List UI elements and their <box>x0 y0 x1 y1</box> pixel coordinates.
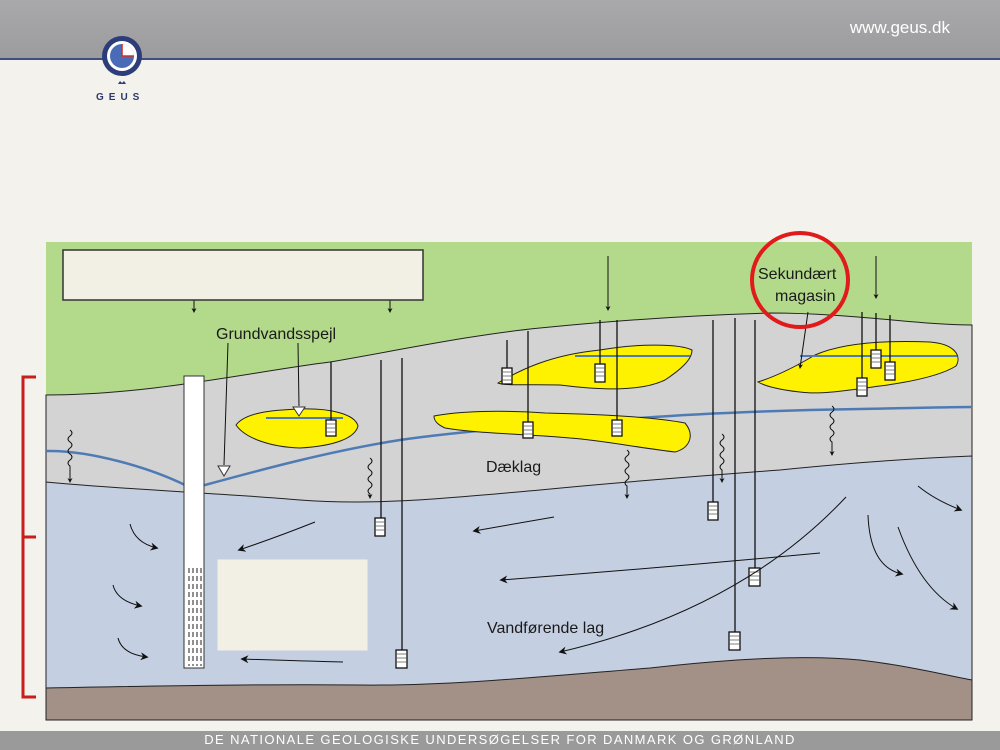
label-vandforende-lag: Vandførende lag <box>487 620 604 637</box>
label-daeklag: Dæklag <box>486 459 541 476</box>
highlight-circle <box>750 231 850 329</box>
label-magasin: magasin <box>775 288 835 305</box>
aquifer-layer <box>45 455 973 721</box>
flow-arrows <box>112 485 963 664</box>
pointer-line <box>223 342 229 466</box>
depth-bracket <box>21 375 36 699</box>
well-screens <box>326 353 895 663</box>
bedrock-layer <box>45 657 973 721</box>
seepage-arrows <box>67 405 835 499</box>
pointer-line <box>798 311 809 369</box>
sand-lens <box>433 410 691 453</box>
text-box-aquifer <box>217 559 368 651</box>
footer-bar: DE NATIONALE GEOLOGISKE UNDERSØGELSER FO… <box>0 731 1000 750</box>
label-sekundaert: Sekundært <box>758 266 837 283</box>
footer-text: DE NATIONALE GEOLOGISKE UNDERSØGELSER FO… <box>204 732 796 747</box>
logo-text: GEUS <box>96 92 145 103</box>
water-level-marker <box>217 465 231 477</box>
secondary-aquifer-lens <box>756 341 959 394</box>
well-screen <box>186 568 202 666</box>
text-box-top <box>62 249 424 301</box>
label-grundvandsspejl: Grundvandsspejl <box>216 326 336 343</box>
water-level-marker <box>292 406 306 417</box>
website-url[interactable]: www.geus.dk <box>849 18 950 37</box>
pointer-line <box>297 342 300 407</box>
header-bar: www.geus.dk <box>0 0 1000 60</box>
geus-logo-icon <box>102 36 142 84</box>
